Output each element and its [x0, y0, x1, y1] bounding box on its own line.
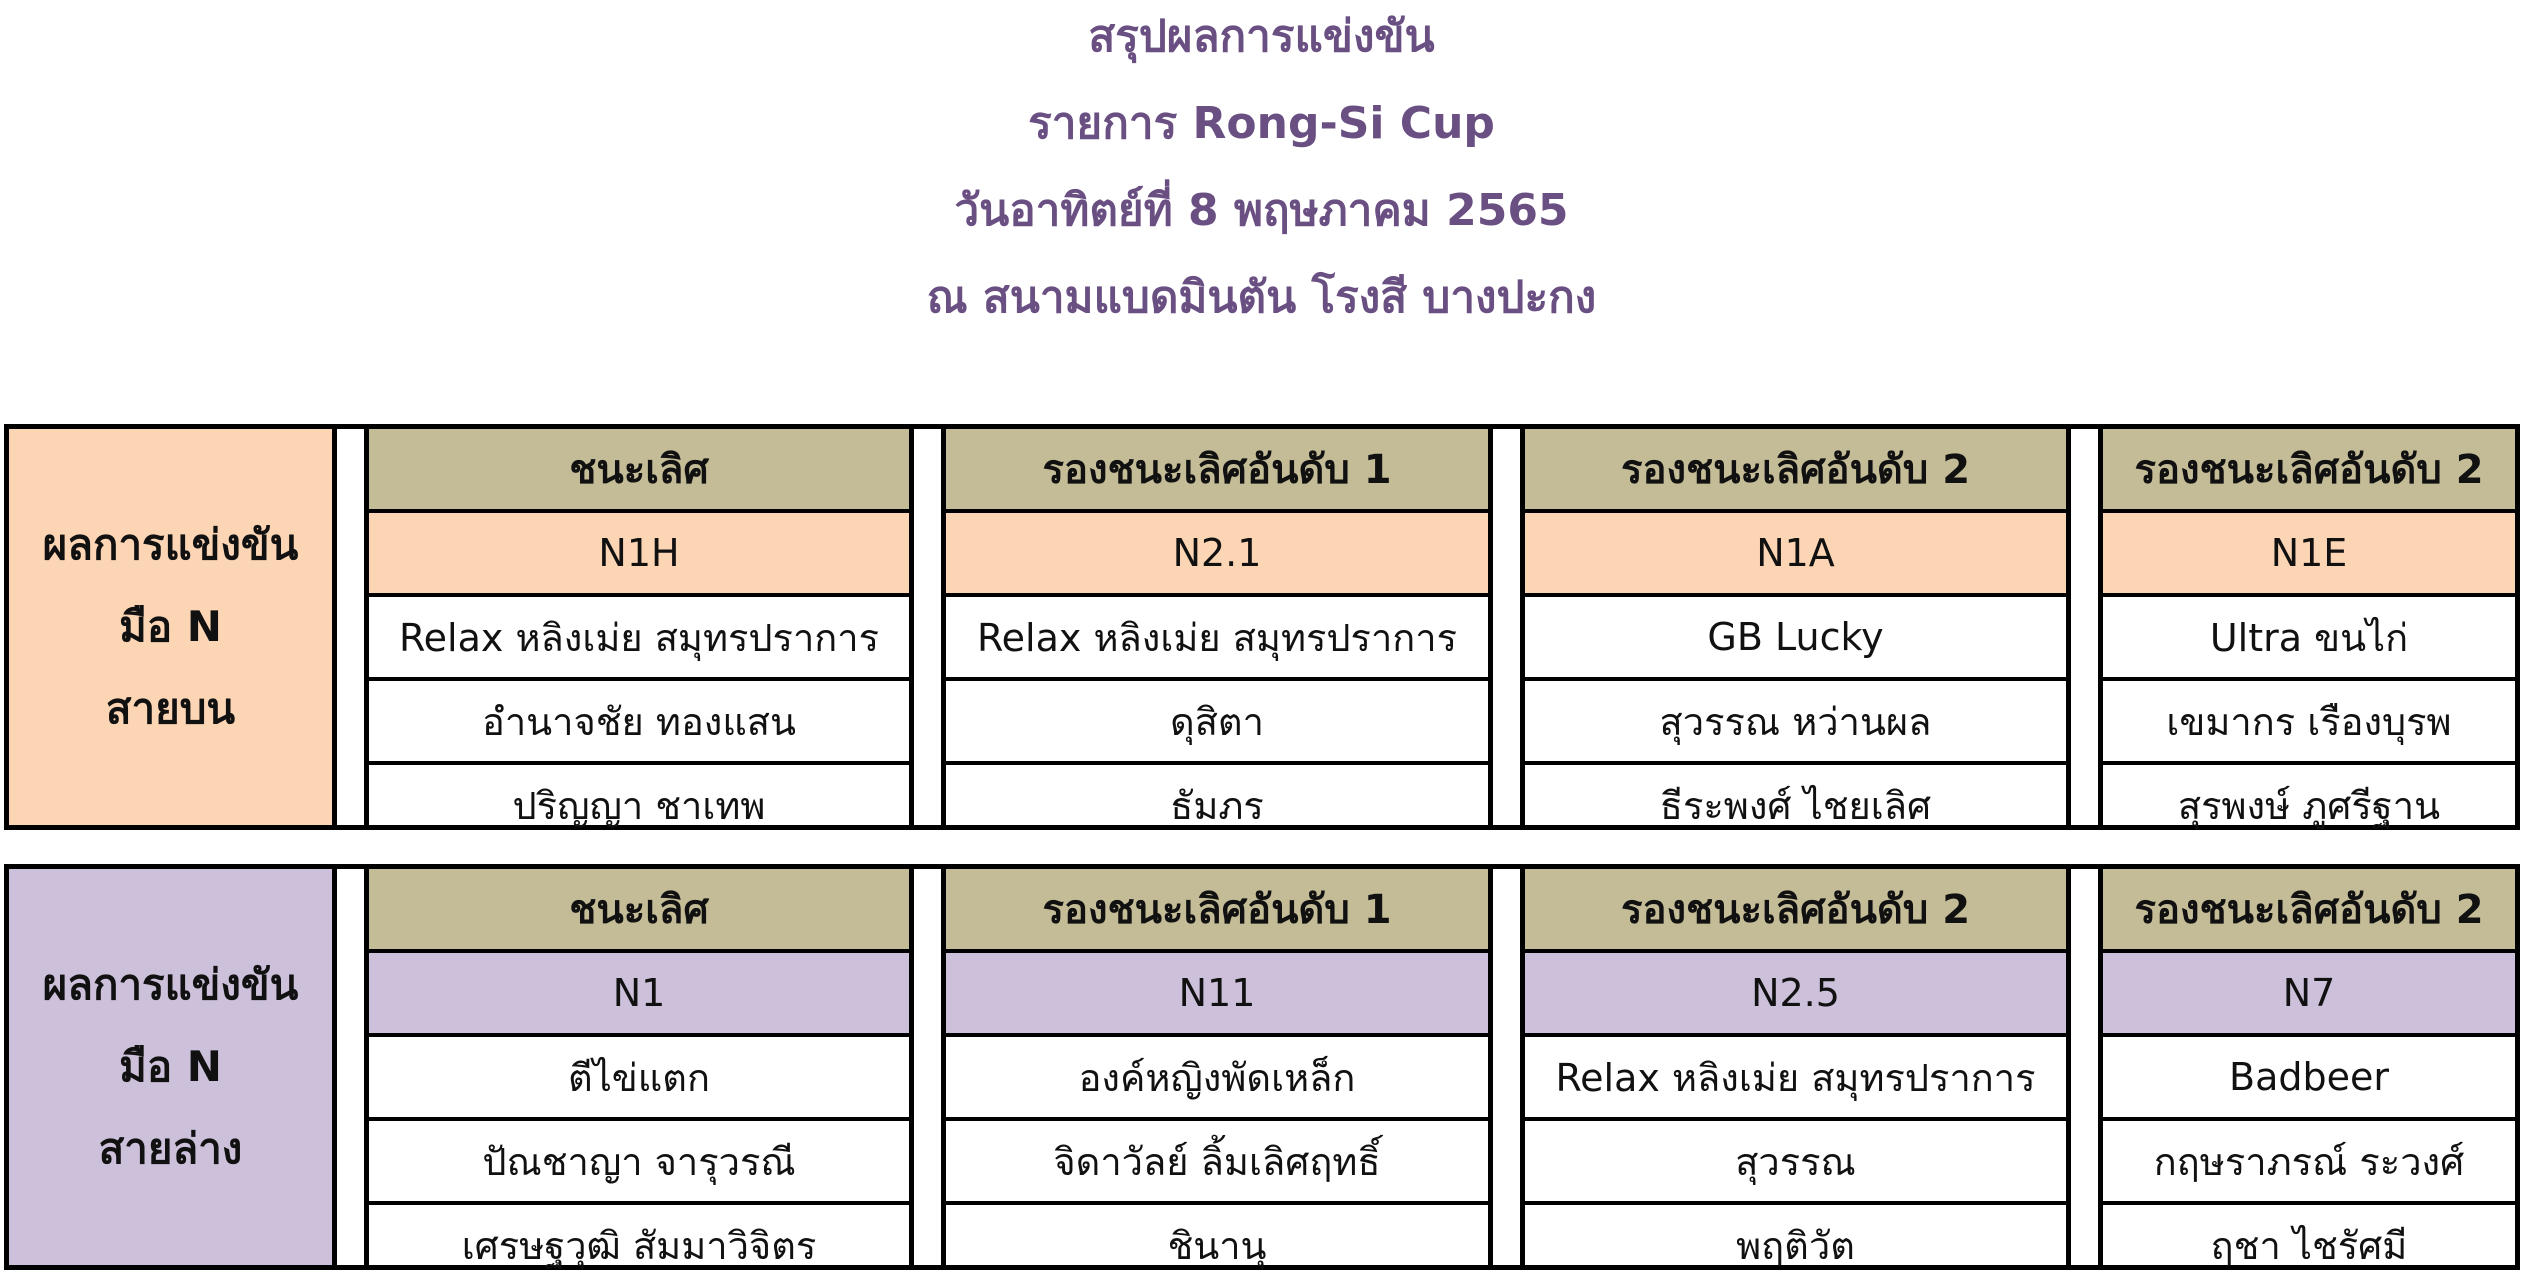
spacer-column: [337, 429, 369, 825]
spacer-column: [2071, 869, 2103, 1265]
player-name-cell: กฤษราภรณ์ ระวงศ์: [2103, 1121, 2515, 1205]
spacer-column: [914, 869, 946, 1265]
title-date: วันอาทิตย์ที่ 8 พฤษภาคม 2565: [954, 185, 1569, 236]
rank-header-cell: รองชนะเลิศอันดับ 2: [2103, 869, 2515, 953]
club-name-cell: GB Lucky: [1525, 597, 2066, 681]
team-code-cell: N1A: [1525, 513, 2066, 597]
team-code-cell: N7: [2103, 953, 2515, 1037]
group-label-lower: ผลการแข่งขัน มือ N สายล่าง: [9, 869, 337, 1265]
title-venue: ณ สนามแบดมินตัน โรงสี บางปะกง: [926, 272, 1597, 323]
player-name-cell: สุวรรณ: [1525, 1121, 2066, 1205]
club-name-cell: Relax หลิงเม่ย สมุทรปราการ: [946, 597, 1488, 681]
club-name-cell: ตีไข่แตก: [369, 1037, 909, 1121]
team-code-cell: N2.1: [946, 513, 1488, 597]
club-name-cell: Ultra ขนไก่: [2103, 597, 2515, 681]
player-name-cell: จิดาวัลย์ ลิ้มเลิศฤทธิ์: [946, 1121, 1488, 1205]
title-event: รายการ Rong-Si Cup: [1028, 98, 1495, 149]
player-name-cell: ธัมภร: [1170, 783, 1264, 828]
rank-header-cell: รองชนะเลิศอันดับ 1: [946, 429, 1488, 513]
spacer-column: [337, 869, 369, 1265]
team-code-cell: N1H: [369, 513, 909, 597]
group-label-line: ผลการแข่งขัน: [42, 960, 299, 1009]
group-label-line: มือ N: [119, 1042, 222, 1091]
team-code-cell: N1: [369, 953, 909, 1037]
club-name-cell: Badbeer: [2103, 1037, 2515, 1121]
spacer-column: [2071, 429, 2103, 825]
team-code-cell: N1E: [2103, 513, 2515, 597]
player-name-cell: ปริญญา ชาเทพ: [512, 783, 766, 828]
player-name-cell: ธีระพงศ์ ไชยเลิศ: [1659, 783, 1932, 828]
spacer-column: [1493, 429, 1525, 825]
player-name-cell: พฤติวัต: [1736, 1223, 1855, 1268]
group-label-line: ผลการแข่งขัน: [42, 520, 299, 569]
title-summary: สรุปผลการแข่งขัน: [1088, 11, 1435, 62]
rank-header-cell: รองชนะเลิศอันดับ 2: [1525, 869, 2066, 953]
rank-header-cell: ชนะเลิศ: [369, 429, 909, 513]
rank-header-cell: รองชนะเลิศอันดับ 2: [2103, 429, 2515, 513]
club-name-cell: องค์หญิงพัดเหล็ก: [946, 1037, 1488, 1121]
group-label-line: สายล่าง: [98, 1124, 243, 1173]
player-name-cell: ฤชา ไชรัศมี: [2210, 1223, 2408, 1268]
rank-header-cell: ชนะเลิศ: [369, 869, 909, 953]
player-name-cell: เศรษฐวุฒิ สัมมาวิจิตร: [461, 1223, 817, 1268]
player-name-cell: ดุสิตา: [946, 681, 1488, 765]
player-name-cell: สุรพงษ์ ภูศรีฐาน: [2177, 783, 2441, 828]
team-code-cell: N2.5: [1525, 953, 2066, 1037]
spacer-column: [1493, 869, 1525, 1265]
player-name-cell: ปัณชาญา จารุวรณี: [369, 1121, 909, 1205]
rank-header-cell: รองชนะเลิศอันดับ 1: [946, 869, 1488, 953]
club-name-cell: Relax หลิงเม่ย สมุทรปราการ: [369, 597, 909, 681]
rank-header-cell: รองชนะเลิศอันดับ 2: [1525, 429, 2066, 513]
team-code-cell: N11: [946, 953, 1488, 1037]
spacer-column: [914, 429, 946, 825]
group-label-line: สายบน: [105, 684, 236, 733]
player-name-cell: สุวรรณ หว่านผล: [1525, 681, 2066, 765]
player-name-cell: เขมากร เรืองบุรพ: [2103, 681, 2515, 765]
group-label-upper: ผลการแข่งขัน มือ N สายบน: [9, 429, 337, 825]
player-name-cell: ชินานุ: [1167, 1223, 1267, 1268]
group-label-line: มือ N: [119, 602, 222, 651]
player-name-cell: อำนาจชัย ทองแสน: [369, 681, 909, 765]
club-name-cell: Relax หลิงเม่ย สมุทรปราการ: [1525, 1037, 2066, 1121]
